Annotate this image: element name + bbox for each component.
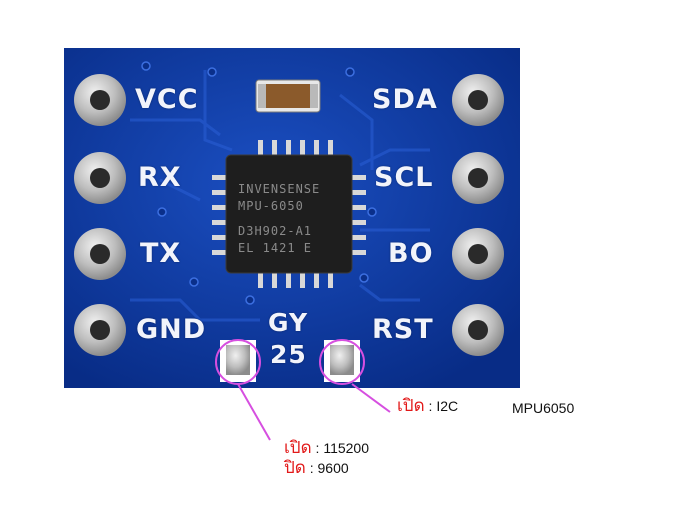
model-label-gy: GY [268, 308, 309, 337]
chip-marking-lot: D3H902-A1 [238, 224, 313, 238]
solder-jumpers [220, 340, 360, 382]
chip-marking-date: EL 1421 E [238, 241, 313, 255]
smd-capacitor [255, 79, 321, 113]
pin-label-rx: RX [138, 162, 182, 193]
left-pads [74, 74, 126, 356]
pin-label-bo: BO [388, 238, 434, 269]
baud-close-word: ปิด [284, 458, 306, 477]
model-label-25: 25 [270, 340, 307, 369]
pin-label-scl: SCL [374, 162, 434, 193]
i2c-open-value: : I2C [428, 398, 459, 414]
mpu6050-chip [225, 154, 353, 274]
baud-close-value: : 9600 [309, 460, 349, 476]
i2c-open-word: เปิด [397, 396, 425, 415]
pin-label-gnd: GND [136, 314, 207, 345]
chip-marking-part: MPU-6050 [238, 199, 304, 213]
chip-marking-brand: INVENSENSE [238, 182, 321, 196]
pin-label-vcc: VCC [135, 84, 199, 115]
pin-label-sda: SDA [372, 84, 438, 115]
i2c-model-note: MPU6050 [512, 400, 575, 416]
i2c-note: เปิด : I2C [397, 396, 459, 415]
baud-open-word: เปิด [284, 438, 312, 457]
pcb-vias [141, 61, 377, 305]
pin-label-rst: RST [372, 314, 434, 345]
callouts [215, 339, 391, 441]
pcb-traces [130, 70, 430, 322]
baud-open-note: เปิด : 115200 [284, 438, 370, 457]
baud-open-value: : 115200 [315, 440, 370, 456]
chip-pins [212, 140, 366, 288]
pin-label-tx: TX [140, 238, 182, 269]
baud-close-note: ปิด : 9600 [284, 458, 349, 477]
right-pads [452, 74, 504, 356]
